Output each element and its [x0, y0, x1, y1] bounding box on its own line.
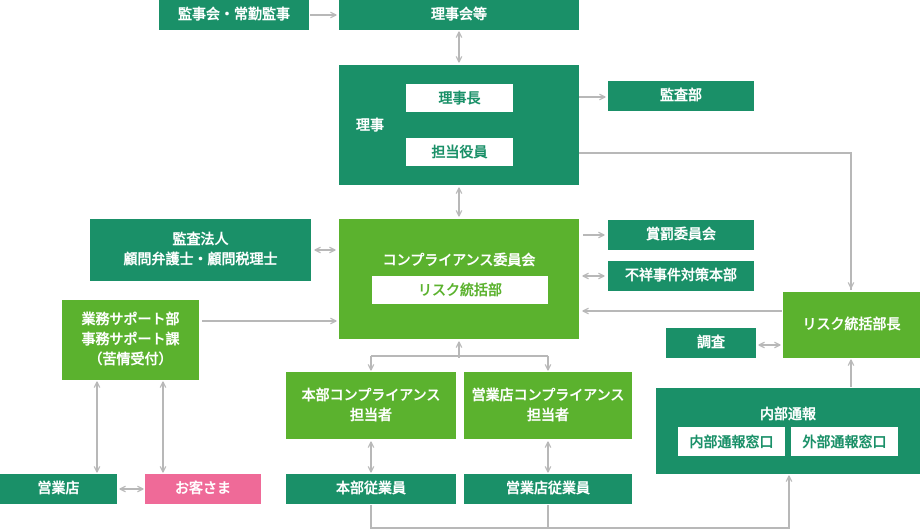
- misconduct-hq-box: 不祥事件対策本部: [608, 261, 754, 291]
- whistle-label: 内部通報: [760, 407, 816, 423]
- audit-firm-box: 監査法人 顧問弁護士・顧問税理士: [90, 219, 311, 281]
- audit-dept-label: 監査部: [660, 88, 702, 104]
- investigation-label: 調査: [697, 335, 725, 351]
- reward-committee-box: 賞罰委員会: [608, 220, 754, 250]
- auditors-label: 監事会・常勤監事: [178, 7, 290, 23]
- audit-firm-line1: 監査法人: [172, 232, 229, 248]
- hq-officer-line2: 担当者: [350, 407, 392, 424]
- risk-head-label: リスク統括部長: [802, 317, 901, 333]
- branch-officer-line1: 営業店コンプライアンス: [471, 387, 625, 404]
- audit-dept-box: 監査部: [608, 81, 754, 111]
- whistle-external-box: 外部通報窓口: [791, 427, 898, 456]
- audit-firm-line2: 顧問弁護士・顧問税理士: [123, 252, 278, 268]
- branch-officer-box: 営業店コンプライアンス 担当者: [464, 372, 632, 439]
- support-box: 業務サポート部 事務サポート課 （苦情受付）: [62, 300, 199, 380]
- whistle-external-label: 外部通報窓口: [802, 434, 887, 451]
- branch-label: 営業店: [37, 481, 80, 497]
- chairman-label: 理事長: [438, 91, 481, 107]
- misconduct-hq-label: 不祥事件対策本部: [625, 268, 737, 284]
- board-label: 理事会等: [431, 7, 487, 23]
- directors-label: 理事: [356, 118, 384, 134]
- customer-box: お客さま: [145, 474, 261, 504]
- chairman-box: 理事長: [406, 84, 513, 112]
- branch-staff-label: 営業店従業員: [506, 481, 590, 497]
- risk-head-box: リスク統括部長: [783, 292, 920, 358]
- officer-label: 担当役員: [431, 145, 488, 161]
- hq-staff-label: 本部従業員: [336, 481, 406, 497]
- whistle-internal-label: 内部通報窓口: [689, 434, 774, 451]
- arrow-riskhead-officer: [516, 153, 852, 290]
- investigation-box: 調査: [666, 328, 756, 358]
- hq-staff-box: 本部従業員: [286, 474, 456, 504]
- hq-officer-box: 本部コンプライアンス 担当者: [286, 372, 456, 439]
- committee-label: コンプライアンス委員会: [382, 253, 536, 269]
- risk-dept-box: リスク統括部: [372, 276, 548, 304]
- officer-box: 担当役員: [406, 138, 513, 166]
- branch-staff-box: 営業店従業員: [464, 474, 632, 504]
- arrow-staff-whistle: [370, 476, 789, 529]
- support-line3: （苦情受付）: [88, 352, 173, 368]
- hq-officer-line1: 本部コンプライアンス: [301, 387, 441, 404]
- risk-dept-label: リスク統括部: [418, 283, 502, 299]
- customer-label: お客さま: [175, 481, 231, 497]
- whistle-internal-box: 内部通報窓口: [678, 427, 785, 456]
- auditors-box: 監事会・常勤監事: [159, 0, 309, 30]
- board-box: 理事会等: [339, 0, 579, 30]
- reward-committee-label: 賞罰委員会: [646, 227, 716, 243]
- branch-box: 営業店: [0, 474, 117, 504]
- support-line1: 業務サポート部: [81, 312, 180, 328]
- branch-officer-line2: 担当者: [527, 407, 569, 424]
- support-line2: 事務サポート課: [81, 332, 180, 348]
